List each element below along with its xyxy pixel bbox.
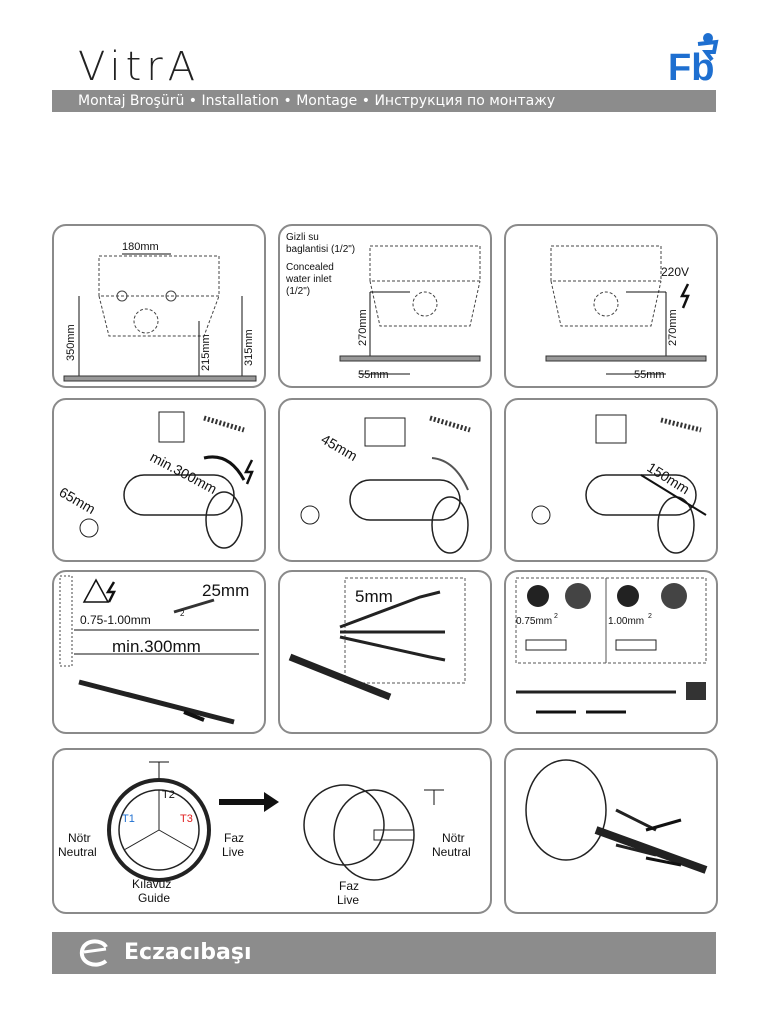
brochure-subtitle: Montaj Broşürü • Installation • Montage … (78, 93, 556, 109)
inlet-line4: water inlet (285, 274, 332, 285)
strip-5: 5mm (355, 587, 393, 606)
voltage-icon (243, 459, 254, 485)
panel-cable-strip: 25mm 0.75-1.00mm 2 min.300mm (52, 570, 266, 734)
dim-45: 45mm (319, 431, 361, 464)
panel-insert-depth: 45mm (278, 398, 492, 562)
panel-terminal-wiring: T2 T1 T3 Nötr Neutral Faz Live Kılavuz G… (52, 748, 492, 914)
arrow-icon (264, 792, 279, 812)
strip-25: 25mm (202, 581, 249, 600)
inlet-offset: 55mm (358, 369, 389, 381)
panel-electric-supply: 220V 270mm 55mm (504, 224, 718, 388)
live-tr: Faz (224, 831, 244, 845)
panel-final-connection (504, 748, 718, 914)
neutral2-en: Neutral (432, 845, 471, 859)
height-215: 215mm (200, 334, 212, 371)
title-band: Montaj Broşürü • Installation • Montage … (52, 90, 716, 112)
neutral-en: Neutral (58, 845, 97, 859)
terminal-t2: T2 (162, 789, 175, 801)
inlet-line2: baglantisi (1/2") (286, 244, 355, 255)
voltage-icon (105, 581, 117, 603)
panel-wire-strip: 5mm (278, 570, 492, 734)
inlet-line5: (1/2") (286, 286, 310, 297)
guide-en: Guide (138, 891, 170, 905)
panel-pipe-cut: 65mm min.300mm (52, 398, 266, 562)
live-en: Live (222, 845, 244, 859)
live2-tr: Faz (339, 879, 359, 893)
supply-height: 270mm (667, 309, 679, 346)
eczacibasi-brand: Eczacıbaşı (124, 940, 252, 965)
ferrule-075: 0.75mm (516, 616, 552, 627)
width-label: 180mm (122, 241, 159, 253)
eczacibasi-e-icon (79, 939, 108, 967)
vitra-logo: VitrA (78, 44, 201, 90)
neutral-tr: Nötr (68, 831, 91, 845)
inlet-line1: Gizli su (286, 232, 319, 243)
cable-min-300: min.300mm (112, 637, 201, 656)
dim-65: 65mm (57, 484, 99, 517)
terminal-t3: T3 (180, 813, 193, 825)
inlet-height: 270mm (357, 309, 369, 346)
neutral2-tr: Nötr (442, 831, 465, 845)
ferrule-100-sup: 2 (648, 613, 652, 620)
ferrule-100: 1.00mm (608, 616, 644, 627)
section-label: 0.75-1.00mm (80, 613, 151, 627)
voltage-label: 220V (661, 265, 689, 279)
warning-icon (82, 578, 110, 603)
footer-band: Eczacıbaşı (52, 932, 716, 974)
inlet-line3: Concealed (286, 262, 334, 273)
panel-water-inlet: Gizli su baglantisi (1/2") Concealed wat… (278, 224, 492, 388)
voltage-icon (679, 283, 690, 309)
panel-wc-dimensions: 180mm 350mm 215mm 315mm (52, 224, 266, 388)
live2-en: Live (337, 893, 359, 907)
height-315: 315mm (243, 329, 255, 366)
panel-pipe-protrusion: 150mm (504, 398, 718, 562)
ferrule-075-sup: 2 (554, 613, 558, 620)
height-350: 350mm (65, 324, 77, 361)
guide-tr: Kılavuz (132, 877, 171, 891)
terminal-t1: T1 (122, 813, 135, 825)
section-sup: 2 (180, 609, 185, 618)
fb-logo: Fb (668, 30, 728, 90)
supply-offset: 55mm (634, 369, 665, 381)
panel-ferrules: 0.75mm 2 1.00mm 2 (504, 570, 718, 734)
